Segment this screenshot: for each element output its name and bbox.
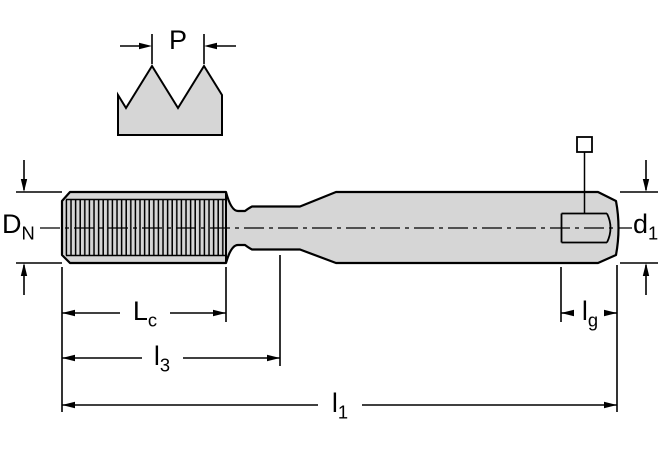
label-lg-sub: g [587,309,599,331]
label-length-l1: l1 [331,388,348,421]
dimension-d1 [620,160,658,295]
label-l1-sub: 1 [337,401,349,423]
label-l3-main: l [153,341,160,371]
label-shank-diameter: d1 [633,209,658,242]
label-lg-main: l [581,296,588,326]
label-d1-sub: 1 [648,222,659,244]
square-symbol-icon [576,136,593,153]
label-dn-main: D [2,209,22,239]
dimension-l3 [62,255,281,366]
dimension-lc [61,267,227,412]
label-length-lc: Lc [132,296,157,329]
label-pitch: P [169,26,187,54]
label-d1-main: d [633,209,649,239]
dimension-l1 [62,265,618,412]
pitch-dimension [120,34,236,64]
label-nominal-diameter: DN [2,209,35,242]
label-l1-main: l [331,388,338,418]
label-l3-sub: 3 [159,354,171,376]
label-length-l3: l3 [153,341,170,374]
dimension-lg [560,267,617,322]
label-dn-sub: N [21,222,35,244]
dimension-dn [16,160,62,295]
label-lc-main: L [132,296,148,326]
label-pitch-main: P [168,25,188,55]
square-end-marker [576,136,593,213]
label-length-lg: lg [581,296,598,329]
thread-profile-detail [117,64,223,136]
label-lc-sub: c [147,309,158,331]
